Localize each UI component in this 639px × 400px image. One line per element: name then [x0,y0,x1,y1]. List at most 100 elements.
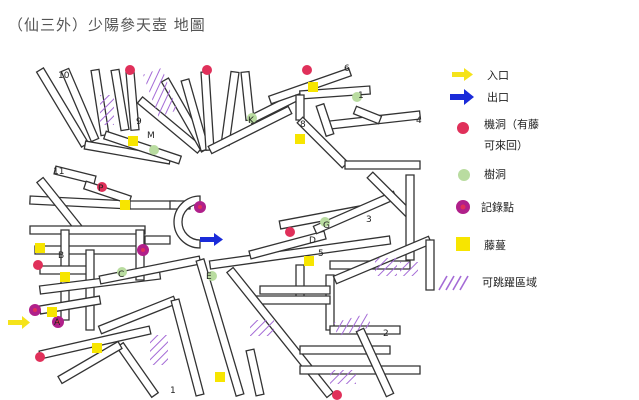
yellow-square-icon [456,237,470,251]
map-label: 2 [383,329,389,339]
maze-corridors [29,67,435,399]
entrance-arrow-icon [452,68,473,81]
map-label: 10 [58,71,70,81]
page-title: （仙三外）少陽參天壺 地圖 [8,16,206,34]
legend-exit: 出口 [487,90,509,104]
map-label: 4 [416,116,422,126]
map-label: 11 [53,167,64,177]
corridor [85,249,95,331]
corridor [299,365,421,375]
save-point-marker-core [33,308,37,312]
corridor [295,94,305,121]
vine-marker [304,256,314,266]
legend-jump-zone: 可跳躍區域 [482,275,537,289]
vine-marker [120,200,130,210]
corridor [207,105,293,155]
corridor [97,295,178,335]
tree-hole-marker [117,267,127,277]
map-label: 9 [136,117,142,127]
jump-zone [150,335,168,365]
tree-hole-marker [149,145,159,155]
legend-hole-cont: 可來回） [484,139,528,152]
corridor [98,255,202,285]
tree-hole-marker [247,113,257,123]
jump-zone [330,370,356,384]
corridor [295,264,305,301]
map-label: C [118,270,124,280]
vine-marker [215,372,225,382]
hole-marker [125,65,135,75]
purple-dot-inner [460,204,466,210]
legend-vine: 藤蔓 [484,238,506,252]
jump-zone [375,258,397,276]
vine-marker [92,343,102,353]
corridor [352,105,383,125]
entrance-arrow-icon [8,316,30,329]
corridor [344,160,421,170]
legend-tree-hole: 樹洞 [484,168,506,181]
corridor [102,130,183,165]
corridor [82,180,133,205]
exit-arrow-icon [200,233,223,246]
corridor [144,235,171,245]
save-point-marker-core [198,205,202,209]
corridor [57,340,123,385]
hole-marker [285,227,295,237]
vine-marker [35,243,45,253]
vine-marker [47,307,57,317]
tree-hole-marker [207,271,217,281]
corridor [312,190,398,235]
corridor [254,295,331,305]
jump-zone [400,262,418,276]
corridor [299,345,391,355]
legend-save-point: 記錄點 [481,200,514,214]
jump-zone [143,67,178,118]
tree-hole-marker [320,217,330,227]
map-label: A [54,318,61,328]
hole-marker [97,182,107,192]
corridor [29,225,146,235]
map-label: B [58,251,64,261]
exit-arrow-icon [450,89,474,105]
save-point-marker-core [141,248,145,252]
map-label: 8 [300,120,306,130]
legend-hole: 機洞（有藤 [484,117,539,131]
map-label: 3 [366,215,372,225]
green-dot-icon [458,169,470,181]
map-label: 1 [170,386,176,396]
corridor [129,200,176,210]
map-label: 1 [358,91,364,101]
map-label: P [98,184,104,194]
hole-marker [202,65,212,75]
hatch-icon [438,275,469,291]
corridor [315,102,335,138]
jump-zone [100,95,114,125]
jump-zone [250,320,274,336]
jump-zone [333,313,372,337]
corridor [60,67,100,143]
save-point-marker-core [56,320,60,324]
corridor [259,285,331,295]
map-label: M [147,131,155,141]
corridor-hook [173,195,201,249]
hole-marker [35,352,45,362]
map-label: E [206,272,212,282]
map-label: 6 [344,64,350,74]
jump-zones [100,67,418,384]
corridor [195,258,245,397]
corridor [110,68,130,132]
map-label: K [248,116,255,126]
corridor [38,325,152,360]
legend-entrance: 入口 [487,69,509,82]
map-label: 5 [318,249,324,259]
hole-marker [33,260,43,270]
map-labels: 10 6 1 4 K 8 M 9 11 P G 3 D 5 B A C E 2 … [53,64,422,396]
corridor [245,348,265,397]
vine-marker [295,134,305,144]
hole-marker [302,65,312,75]
corridor [115,341,160,399]
map-markers [29,65,362,400]
corridor [170,298,205,397]
